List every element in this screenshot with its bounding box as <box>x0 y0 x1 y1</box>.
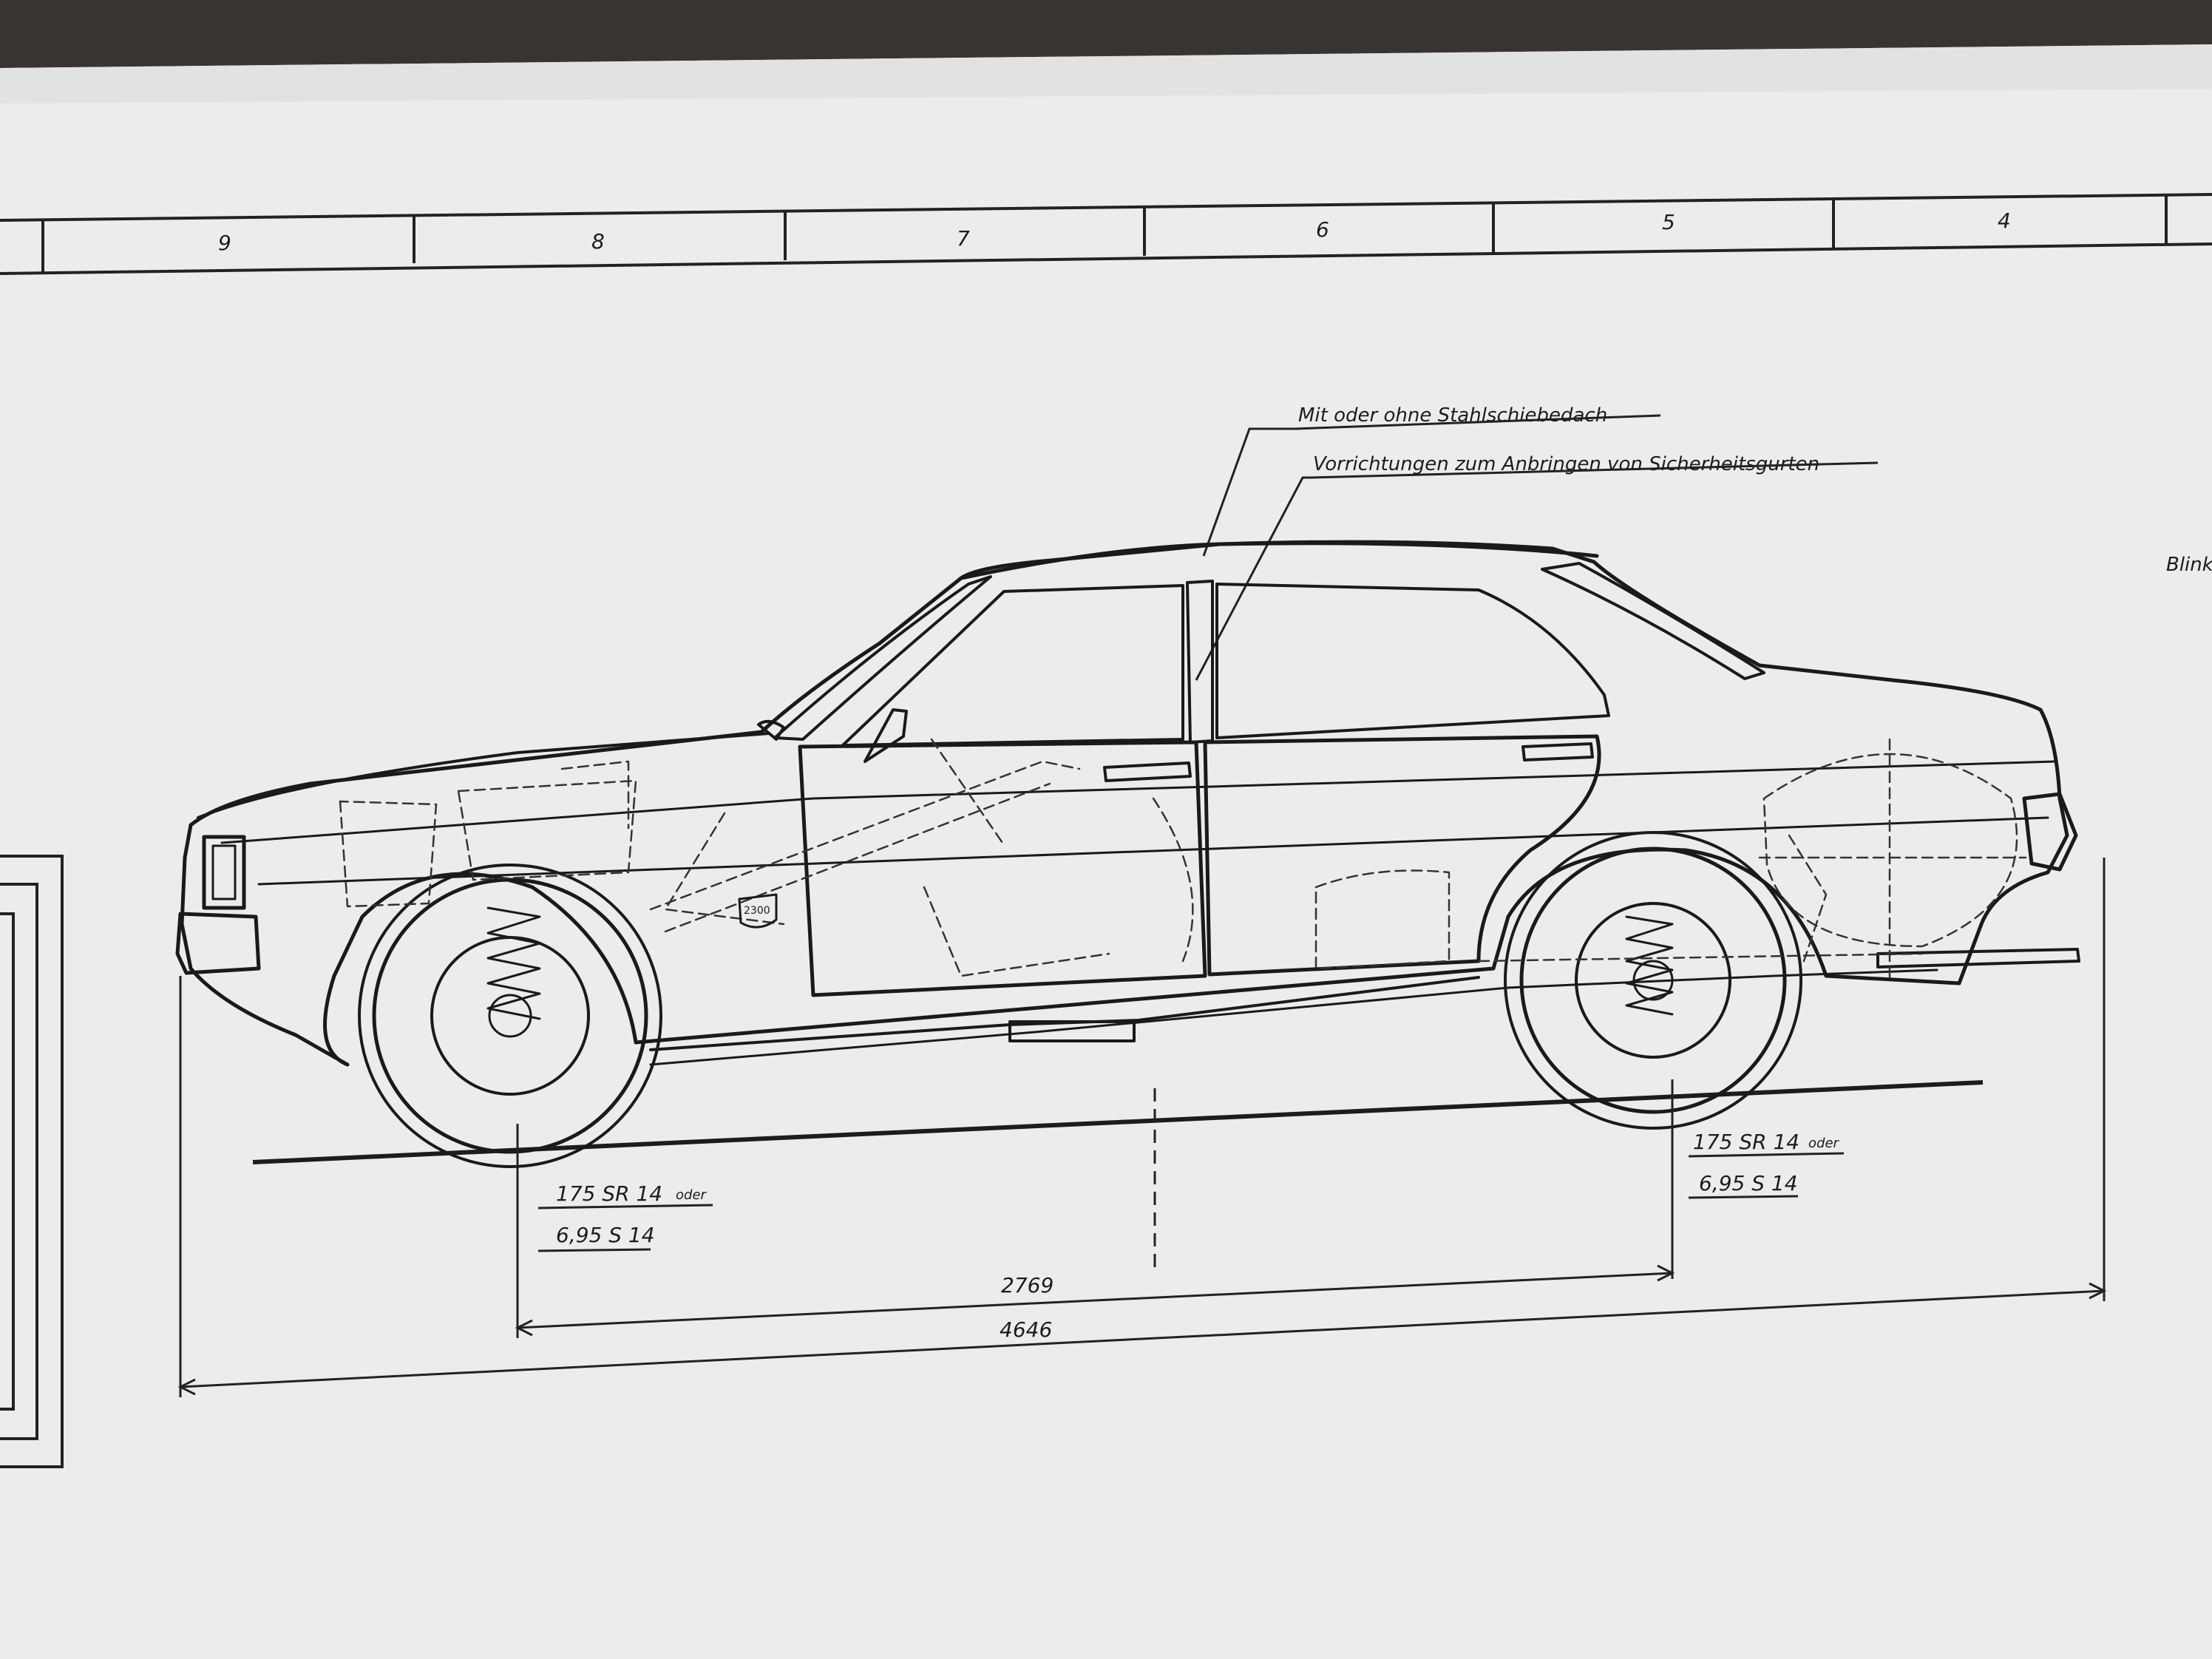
emblem-label: 2300 <box>744 905 770 917</box>
callout-leader-lines <box>1195 427 1310 681</box>
zone-number-4: 4 <box>1998 208 2011 233</box>
zone-number-9: 9 <box>218 231 231 255</box>
zone-number-strip <box>0 193 2212 275</box>
rear-door-handle <box>1521 742 1594 761</box>
rear-wheel-arch <box>1504 831 1802 1130</box>
front-tire-size-2: 6,95 S 14 <box>556 1223 655 1247</box>
phantom-interior-lines <box>339 738 2027 985</box>
roof-line <box>959 541 1599 580</box>
front-hub <box>488 994 532 1038</box>
rear-tire <box>1519 847 1787 1114</box>
rear-spring <box>1625 915 1674 1016</box>
rear-rim <box>1575 902 1731 1059</box>
zone-number-6: 6 <box>1316 217 1329 242</box>
seatbelt-callout: Vorrichtungen zum Anbringen von Sicherhe… <box>1313 453 1819 475</box>
zone-number-7: 7 <box>957 226 970 251</box>
rear-door-window <box>1215 583 1610 739</box>
edge-label-blink: Blink <box>2166 554 2212 576</box>
front-tire <box>372 878 648 1154</box>
beltline <box>220 760 2057 844</box>
front-bumper <box>175 912 261 975</box>
dimension-lines <box>177 858 2107 1397</box>
rear-door-outline <box>1203 734 1601 977</box>
rear-bumper <box>1876 948 2080 968</box>
windshield <box>773 575 992 741</box>
hood-line <box>197 732 770 819</box>
emblem-shield <box>738 893 778 929</box>
front-view-outline <box>0 855 64 1468</box>
wheelbase-dimension: 2769 <box>1001 1273 1054 1297</box>
rear-tire-label: 175 SR 14 oder 6,95 S 14 <box>1688 1130 1845 1199</box>
headlight <box>202 835 246 910</box>
paper-shade <box>0 44 2212 104</box>
front-tire-or: oder <box>676 1187 708 1203</box>
zone-number-8: 8 <box>591 229 605 254</box>
exhaust-pipe <box>649 968 1938 1066</box>
rear-window <box>1541 562 1765 680</box>
front-spring <box>486 906 541 1020</box>
tail-light <box>2022 792 2078 872</box>
jack-point <box>1008 1020 1136 1042</box>
wiper-cowl <box>757 719 785 741</box>
front-door-outline <box>798 740 1207 997</box>
side-mirror <box>864 708 908 763</box>
rear-tire-or: oder <box>1808 1136 1840 1151</box>
headlight-inner <box>211 844 237 900</box>
seatbelt-callout-underline <box>1309 461 1879 479</box>
rear-tire-size-1: 175 SR 14 <box>1693 1130 1799 1154</box>
front-door-handle <box>1103 761 1192 782</box>
car-body-outline <box>180 540 2069 1067</box>
sunroof-callout-underline <box>1295 414 1661 430</box>
front-tire-label: 175 SR 14 oder 6,95 S 14 <box>537 1181 713 1252</box>
car-side-view <box>175 540 2080 1168</box>
overall-length-dimension: 4646 <box>1000 1317 1052 1342</box>
front-door-window <box>841 584 1184 747</box>
front-wheel-arch <box>358 864 662 1168</box>
front-tire-size-1: 175 SR 14 <box>556 1181 662 1206</box>
rear-tire-size-2: 6,95 S 14 <box>1699 1171 1798 1195</box>
zone-number-5: 5 <box>1662 210 1675 234</box>
zone-numbers: 9 8 7 6 5 4 <box>218 208 2011 255</box>
